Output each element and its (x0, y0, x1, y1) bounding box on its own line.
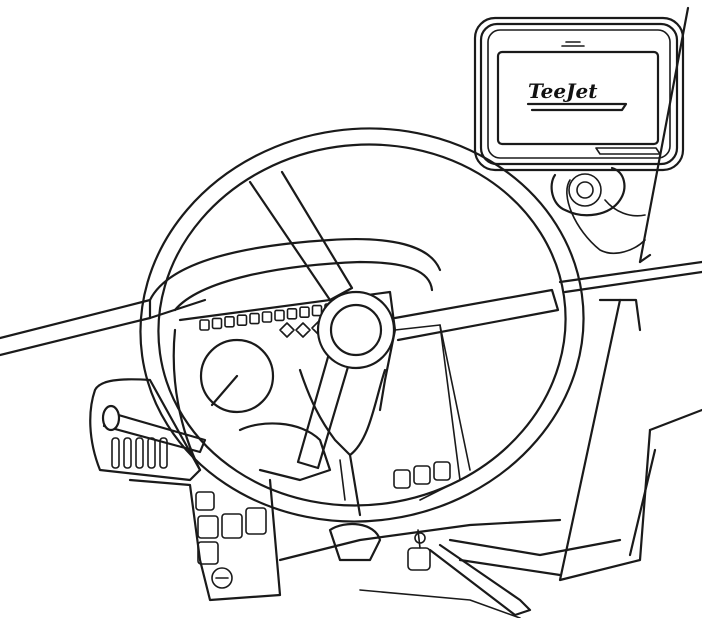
vent-slat (111, 437, 120, 469)
steering-wheel-icon (139, 127, 585, 523)
steering-column (238, 368, 387, 517)
vent-slat (159, 437, 168, 469)
left-console (89, 378, 207, 482)
floor-area (278, 518, 622, 618)
warning-lamp (274, 309, 285, 322)
warning-lamp (236, 314, 248, 327)
vent-slat (135, 437, 144, 469)
warning-lamp (261, 311, 273, 323)
warning-lamp (224, 315, 235, 328)
warning-lamp (299, 306, 310, 319)
cab-frame (0, 6, 702, 582)
warning-lamp (249, 312, 260, 325)
gauge-icon (199, 338, 275, 414)
warning-lamp (311, 304, 323, 317)
ignition-key-icon (407, 529, 431, 571)
vent-slat (147, 437, 156, 469)
vent-slats (111, 437, 168, 469)
vent-slat (123, 437, 132, 469)
console-display-icon: TeeJet (473, 16, 685, 172)
switch-panel (128, 478, 282, 602)
warning-lamp (199, 319, 210, 331)
warning-lamp (286, 307, 298, 320)
monitor-mount (550, 166, 646, 255)
warning-lamp (211, 317, 223, 330)
brand-logo: TeeJet (528, 79, 598, 103)
